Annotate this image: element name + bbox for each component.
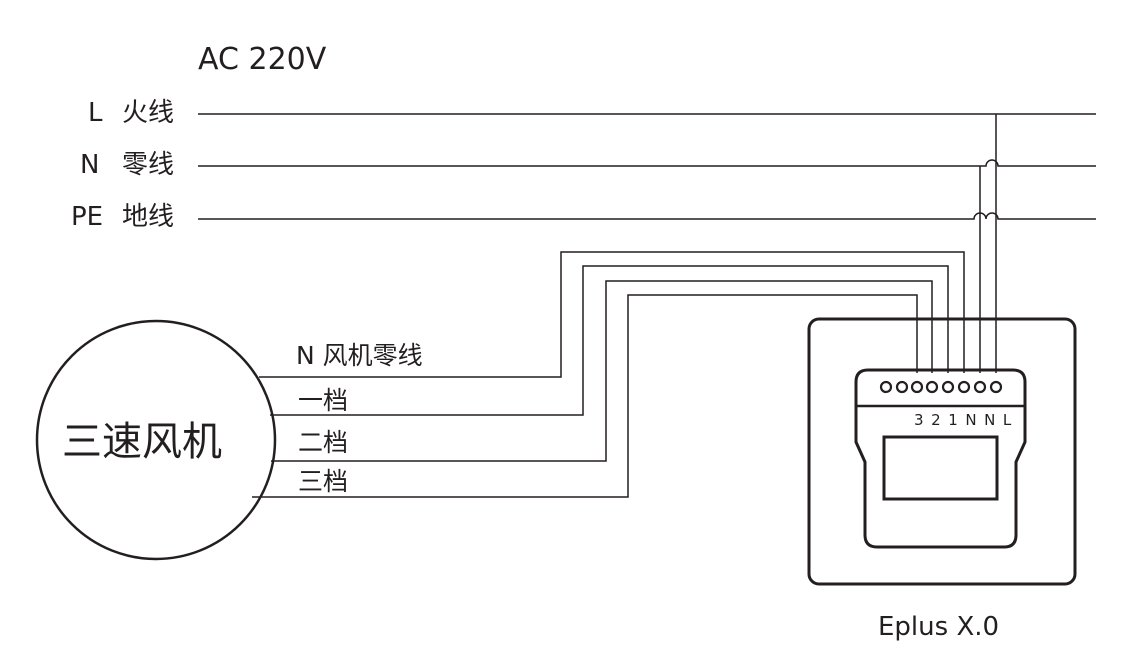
- supply-voltage-title: AC 220V: [198, 42, 327, 77]
- speed-2-label: 二档: [298, 428, 349, 457]
- fan-neutral-label: N 风机零线: [296, 341, 423, 370]
- earth-line-name: 地线: [122, 202, 175, 232]
- speed-3-wire: [252, 294, 918, 498]
- terminal-block: [879, 380, 1003, 394]
- neutral-line-code: N: [80, 150, 100, 180]
- terminal-screw: [925, 380, 939, 394]
- terminal-screw: [989, 380, 1003, 394]
- fan-motor-circle: [35, 319, 277, 561]
- device-outer-frame: [807, 317, 1077, 586]
- earth-line: [198, 212, 1096, 220]
- terminal-screw: [941, 380, 955, 394]
- terminal-screw: [973, 380, 987, 394]
- speed-3-label: 三档: [298, 467, 349, 496]
- device-display-window: [882, 435, 999, 501]
- terminal-screw: [957, 380, 971, 394]
- terminal-screw: [895, 380, 909, 394]
- live-line-code: L: [88, 98, 103, 128]
- live-line-name: 火线: [122, 98, 175, 128]
- neutral-line: [198, 159, 1096, 167]
- device-model-name: Eplus X.0: [878, 612, 1000, 642]
- fan-neutral-wire: [259, 251, 965, 378]
- earth-line-code: PE: [71, 202, 104, 232]
- terminal-screw: [910, 380, 924, 394]
- speed-1-label: 一档: [298, 386, 349, 415]
- speed-1-wire: [270, 265, 949, 416]
- terminal-screw: [879, 380, 893, 394]
- neutral-line-name: 零线: [122, 150, 175, 180]
- terminal-labels: 3 2 1 N N L: [914, 411, 1013, 429]
- fan-motor-name: 三速风机: [62, 419, 222, 465]
- speed-2-wire: [271, 280, 933, 462]
- device-module-body: [854, 368, 1027, 549]
